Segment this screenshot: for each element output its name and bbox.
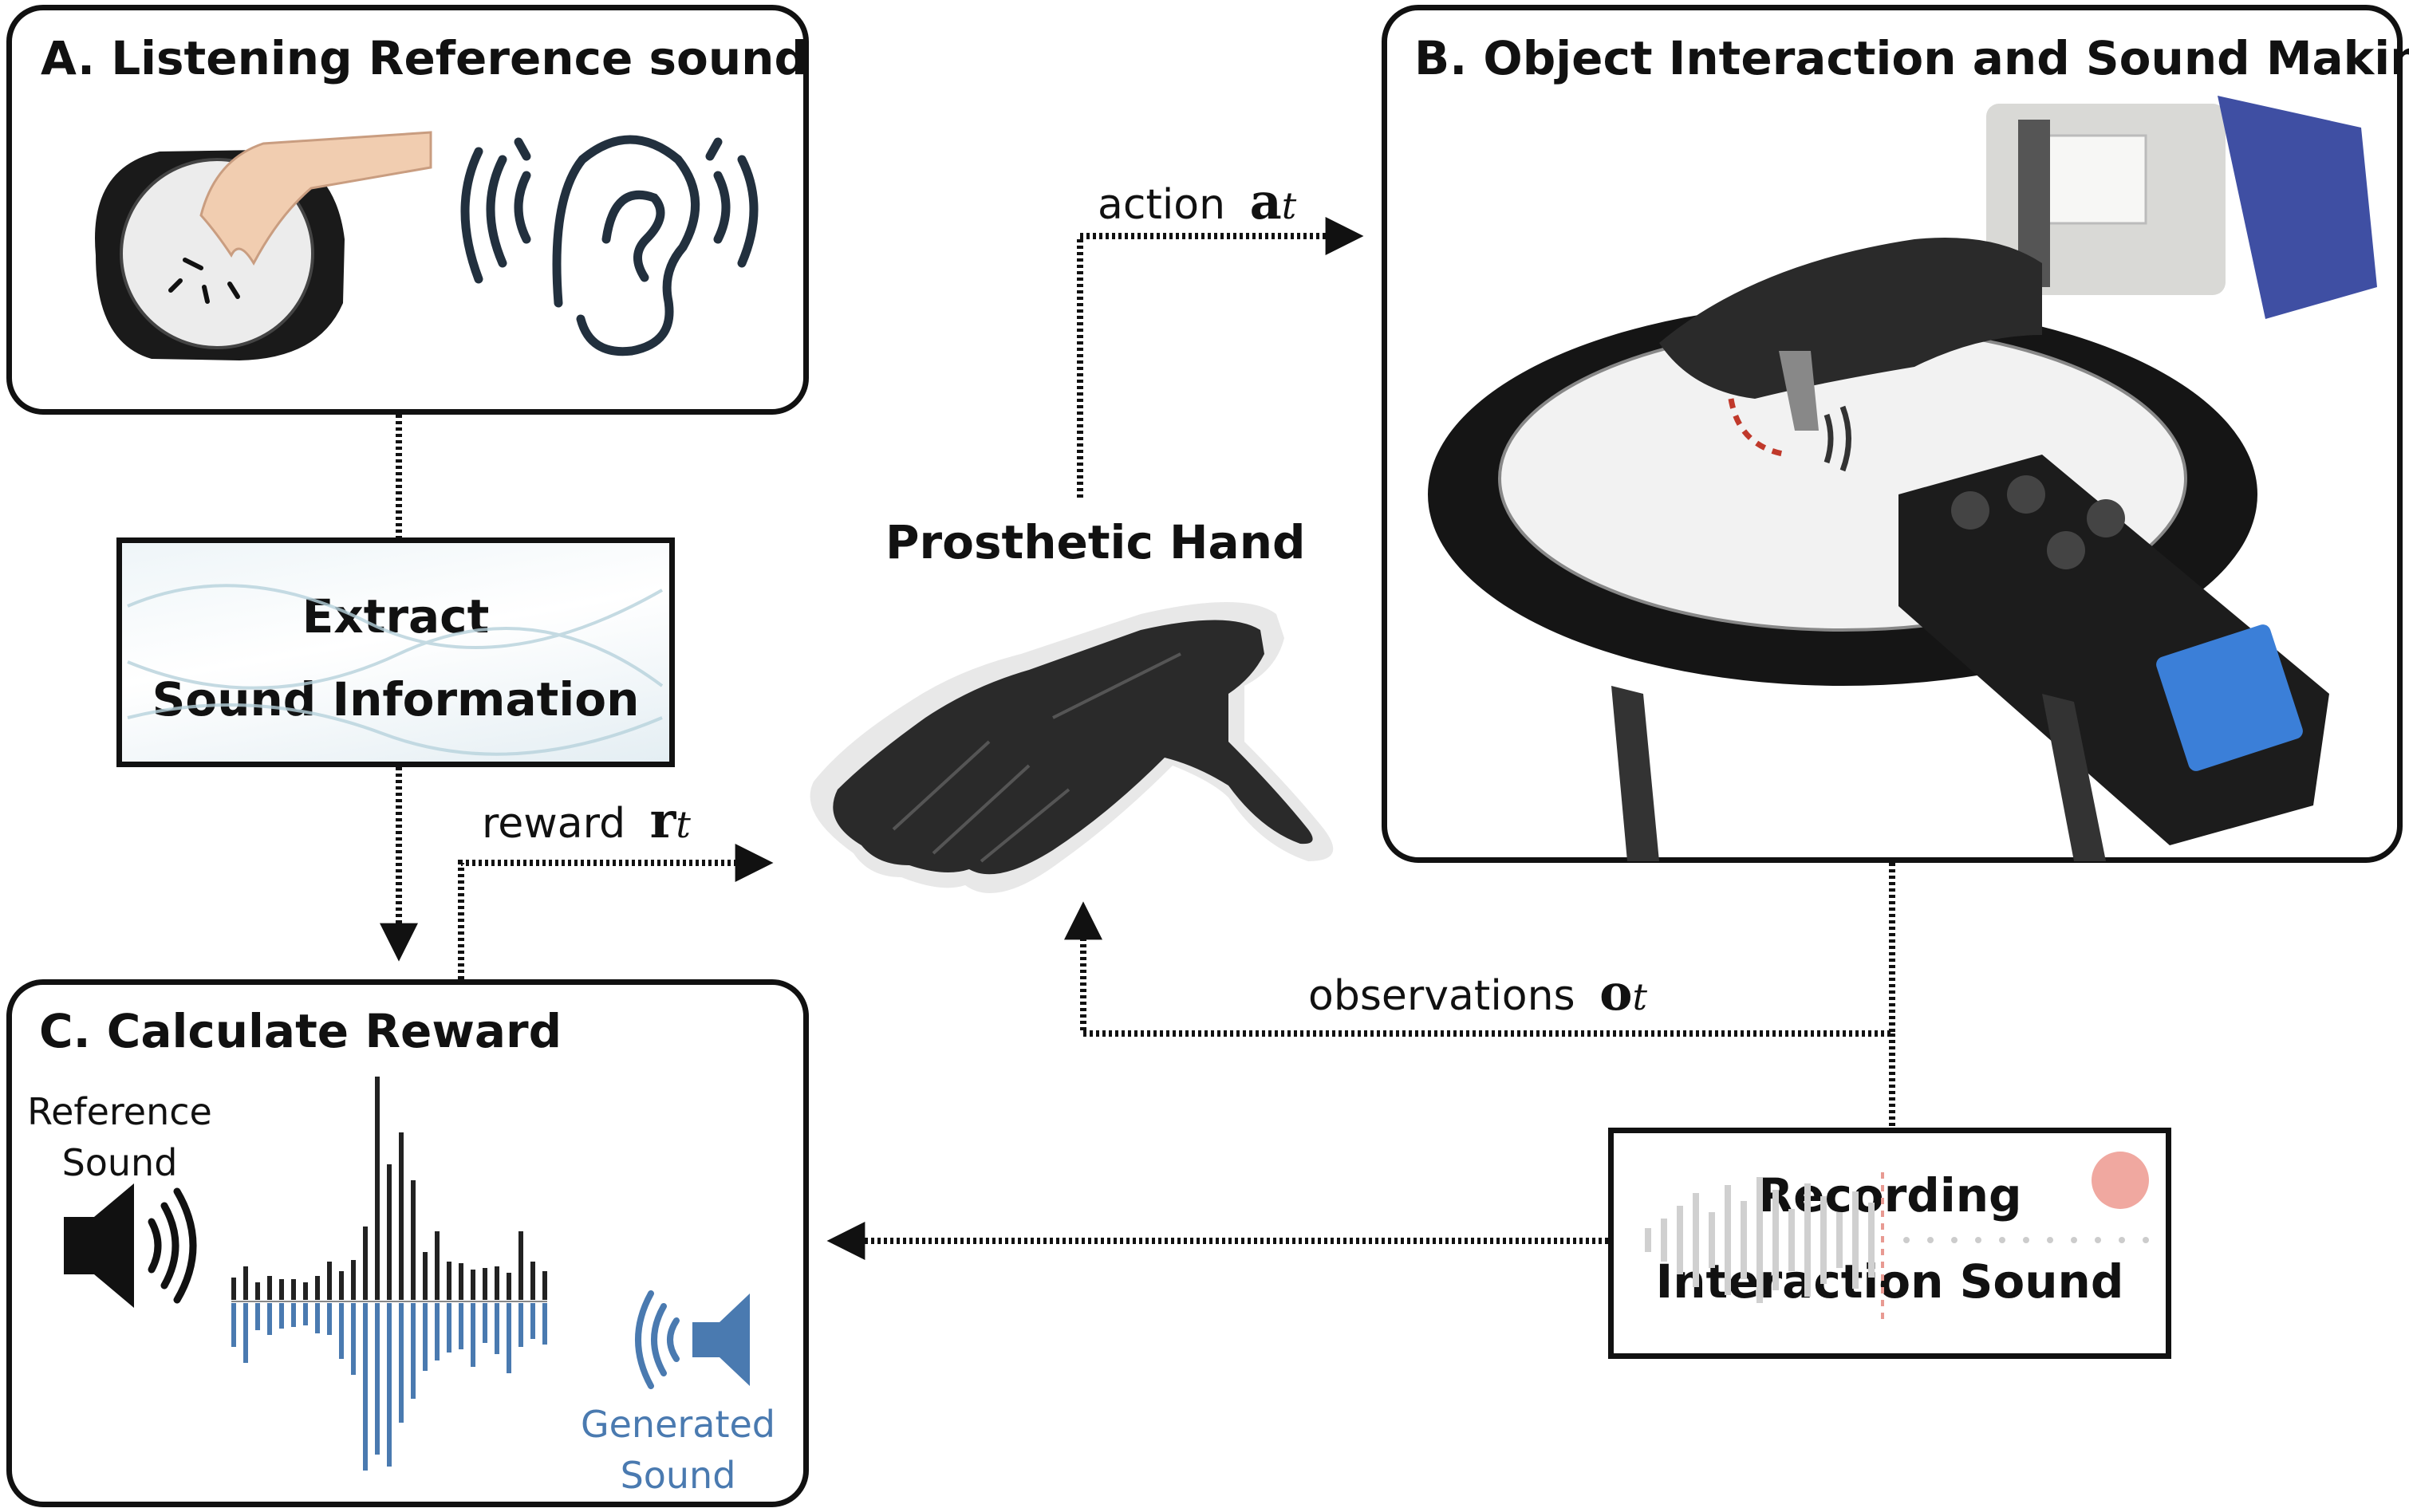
generated-label-line1: Generated xyxy=(580,1403,776,1446)
action-label: action at xyxy=(1098,172,1296,230)
extract-line2: Sound Information xyxy=(152,672,640,726)
generated-wave-bar xyxy=(339,1303,344,1359)
reference-wave-bar xyxy=(267,1276,272,1300)
recording-interaction-sound-box: Recording Interaction Sound xyxy=(1608,1128,2171,1359)
observations-subscript: t xyxy=(1632,975,1648,1018)
reference-wave-bar xyxy=(243,1266,248,1300)
generated-speaker-icon xyxy=(635,1290,750,1389)
reference-wave-bar xyxy=(291,1279,296,1300)
speaker-icon xyxy=(64,1183,197,1308)
reference-wave-bar xyxy=(447,1262,451,1300)
observations-word: observations xyxy=(1308,972,1575,1020)
generated-label-line2: Sound xyxy=(620,1454,736,1497)
reference-wave-bar xyxy=(411,1180,416,1300)
prosthetic-glove-icon xyxy=(810,602,1334,893)
generated-wave-bar xyxy=(327,1303,332,1335)
reference-wave-bar xyxy=(542,1271,547,1300)
panel-c-title: C. Calculate Reward xyxy=(39,1004,562,1058)
generated-wave-bar xyxy=(279,1303,284,1329)
reference-wave-bar xyxy=(423,1252,428,1300)
reward-subscript: t xyxy=(676,803,691,846)
recording-timeline-dots xyxy=(1903,1237,2149,1243)
generated-wave-bar xyxy=(483,1303,487,1343)
prosthetic-hand-label: Prosthetic Hand xyxy=(885,515,1306,569)
generated-wave-bar xyxy=(507,1303,511,1373)
record-dot-icon xyxy=(2092,1152,2149,1209)
reference-sound-label: Reference Sound xyxy=(16,1086,223,1188)
recording-line2: Interaction Sound xyxy=(1655,1254,2124,1309)
panel-calculate-reward: C. Calculate Reward xyxy=(6,979,809,1507)
reference-wave-bar xyxy=(339,1271,344,1300)
reference-wave-bar xyxy=(399,1132,404,1300)
panel-b-title: B. Object Interaction and Sound Making xyxy=(1414,31,2409,85)
generated-wave-bar xyxy=(435,1303,440,1360)
action-arrow xyxy=(1077,217,1364,498)
reference-wave-bar xyxy=(471,1270,475,1300)
generated-wave-bar xyxy=(387,1303,392,1467)
reference-wave-bar xyxy=(315,1276,320,1300)
panel-a-title: A. Listening Reference sound xyxy=(41,31,807,85)
reference-label-line2: Sound xyxy=(61,1141,178,1184)
generated-wave-bar xyxy=(255,1303,260,1330)
recording-line1: Recording xyxy=(1757,1168,2022,1223)
generated-wave-bar xyxy=(459,1303,463,1349)
reward-symbol: r xyxy=(649,791,676,849)
reference-wave-bar xyxy=(435,1231,440,1300)
reference-wave-bar xyxy=(303,1282,308,1300)
reward-word: reward xyxy=(482,800,626,848)
generated-wave-bar xyxy=(518,1303,523,1347)
observations-label: observations ot xyxy=(1308,963,1647,1022)
observations-symbol: o xyxy=(1599,963,1633,1022)
generated-wave-bar xyxy=(315,1303,320,1333)
ear-icon xyxy=(460,135,759,356)
motion-arrow xyxy=(1728,398,1788,458)
generated-wave-bar xyxy=(303,1303,308,1325)
reference-wave-bar xyxy=(255,1282,260,1300)
generated-wave-bar xyxy=(363,1303,368,1471)
reference-wave-bar xyxy=(327,1262,332,1300)
generated-wave-bar xyxy=(471,1303,475,1367)
reference-wave-bar xyxy=(518,1231,523,1300)
reference-wave-bar xyxy=(483,1268,487,1300)
extract-sound-information-box: Extract Sound Information xyxy=(116,537,675,767)
reference-wave-bar xyxy=(387,1164,392,1300)
reference-wave-bar xyxy=(495,1266,499,1300)
waveform-chart xyxy=(231,1077,547,1471)
reference-wave-bar xyxy=(231,1278,236,1300)
action-word: action xyxy=(1098,181,1226,229)
generated-sound-label: Generated Sound xyxy=(574,1399,782,1501)
generated-wave-bar xyxy=(495,1303,499,1354)
reference-wave-bar xyxy=(375,1077,380,1300)
generated-wave-bar xyxy=(243,1303,248,1363)
generated-wave-bar xyxy=(542,1303,547,1345)
drum-pad-icon xyxy=(95,131,432,360)
generated-wave-bar xyxy=(375,1303,380,1455)
action-symbol: a xyxy=(1249,172,1282,230)
object-interaction-scene xyxy=(1428,96,2377,861)
generated-wave-bar xyxy=(411,1303,416,1399)
reference-wave-bar xyxy=(351,1260,356,1300)
generated-wave-bar xyxy=(267,1303,272,1335)
reference-wave-bar xyxy=(507,1273,511,1300)
generated-wave-bar xyxy=(530,1303,535,1339)
generated-wave-bar xyxy=(423,1303,428,1371)
generated-wave-bar xyxy=(351,1303,356,1375)
reference-wave-bar xyxy=(530,1262,535,1300)
reference-wave-bar xyxy=(459,1263,463,1300)
extract-wave-decoration xyxy=(127,584,664,756)
reward-label: reward rt xyxy=(482,791,691,849)
generated-wave-bar xyxy=(447,1303,451,1353)
generated-wave-bar xyxy=(231,1303,236,1347)
reference-wave-bar xyxy=(363,1227,368,1300)
reward-arrow xyxy=(458,844,774,979)
action-subscript: t xyxy=(1281,184,1297,227)
recording-waveform-decoration xyxy=(1645,1177,1875,1303)
reference-wave-bar xyxy=(279,1279,284,1300)
generated-wave-bar xyxy=(399,1303,404,1423)
generated-wave-bar xyxy=(291,1303,296,1327)
reference-label-line1: Reference xyxy=(27,1090,212,1133)
observations-arrow xyxy=(1064,863,1895,1037)
recorder-icon xyxy=(1898,455,2329,845)
